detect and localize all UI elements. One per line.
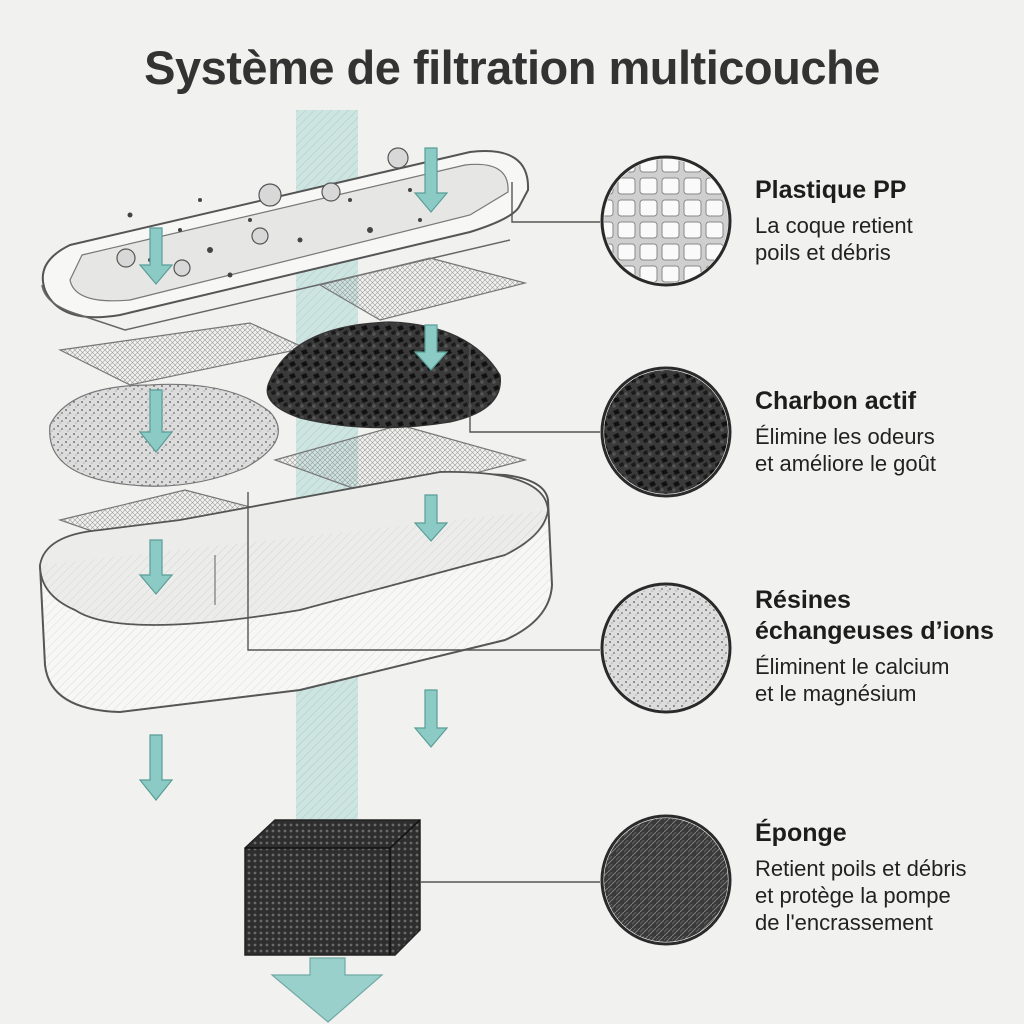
layer-label-ion-exchange-resin: Résines échangeuses d’ions Éliminent le … <box>755 585 1020 707</box>
flow-arrows <box>138 147 449 1023</box>
layer-label-sponge: Éponge Retient poils et débris et protèg… <box>755 818 1020 936</box>
layer-label-activated-carbon: Charbon actif Élimine les odeurs et amél… <box>755 386 1020 477</box>
page-title: Système de filtration multicouche <box>144 41 880 94</box>
sponge-icon <box>600 814 732 946</box>
layer-label-pp-plastic: Plastique PP La coque retient poils et d… <box>755 175 1020 266</box>
layer-description: La coque retient poils et débris <box>755 213 913 265</box>
carbon-pile <box>266 321 501 429</box>
top-lid <box>41 147 530 331</box>
leader-lines <box>247 182 600 883</box>
activated-carbon-icon <box>600 366 732 498</box>
layer-title: Éponge <box>755 819 847 847</box>
ion-exchange-resin-icon <box>600 582 732 714</box>
layer-description: Éliminent le calcium et le magnésium <box>755 654 950 706</box>
layer-description: Retient poils et débris et protège la po… <box>755 856 967 935</box>
layer-title: Plastique PP <box>755 176 907 204</box>
layer-title: Charbon actif <box>755 387 917 415</box>
pp-plastic-icon <box>600 155 732 287</box>
sponge-block <box>244 819 421 956</box>
layer-title: Résines échangeuses d’ions <box>755 586 994 645</box>
layer-description: Élimine les odeurs et améliore le goût <box>755 424 936 476</box>
